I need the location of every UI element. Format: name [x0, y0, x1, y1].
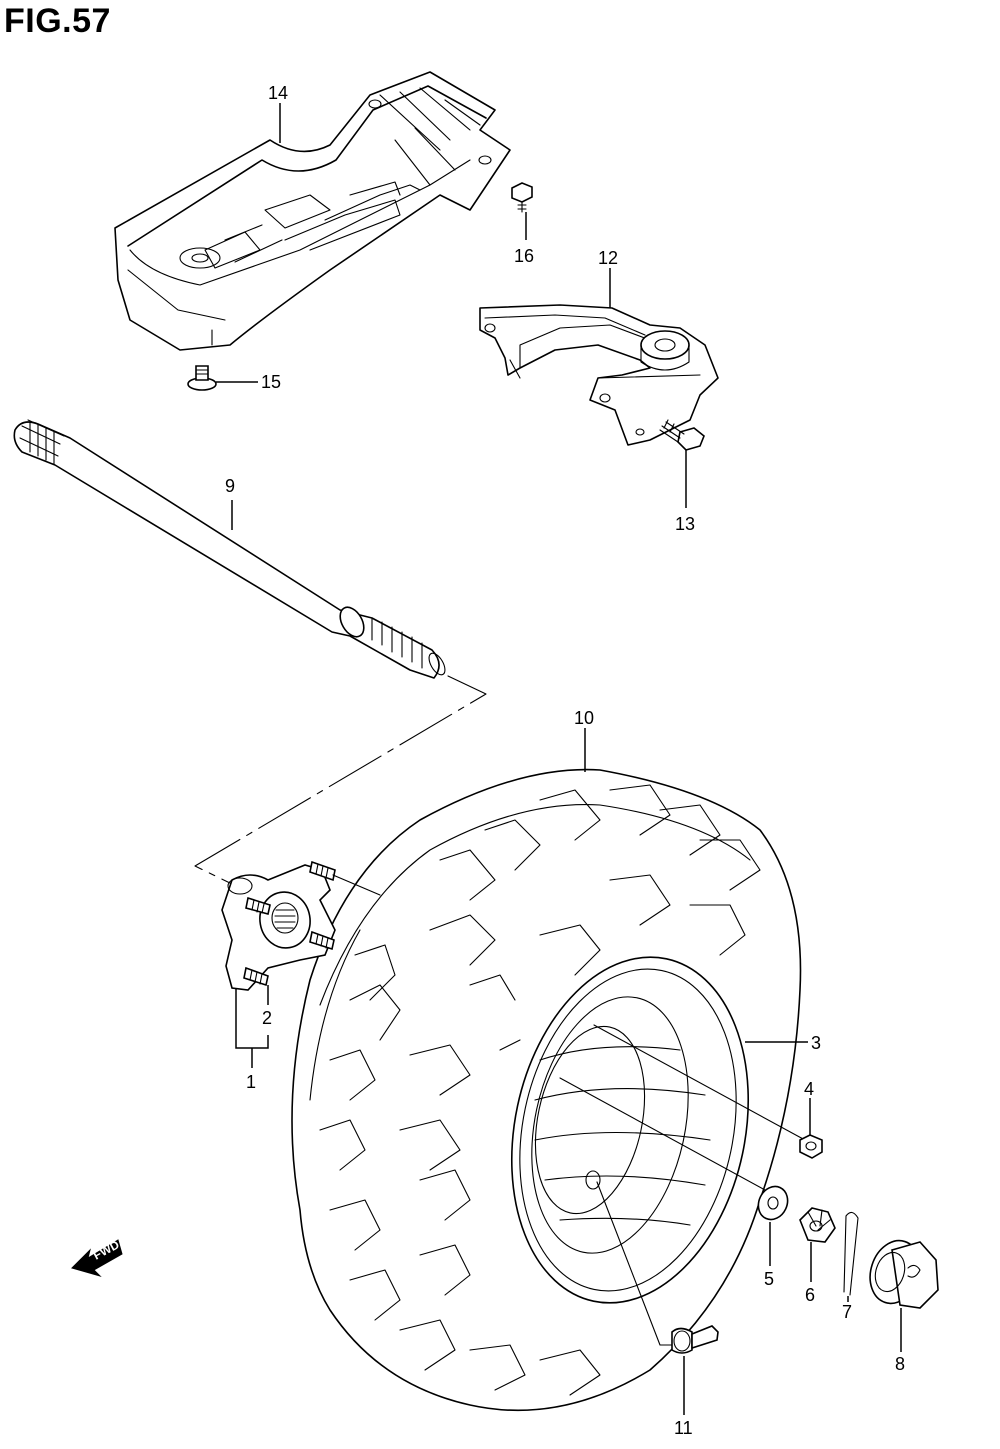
- part-2-wheel-stud: [243, 860, 336, 987]
- callout-3: 3: [811, 1033, 821, 1053]
- assembly-line-rim-washer: [559, 1077, 766, 1191]
- callout-5: 5: [764, 1269, 774, 1289]
- callout-13: 13: [675, 514, 695, 534]
- assembly-line-rim-nut: [593, 1024, 806, 1141]
- part-8-hub-cap: [869, 1239, 939, 1309]
- forward-arrow-icon: FWD: [71, 1237, 123, 1278]
- callout-10: 10: [574, 708, 594, 728]
- callout-9: 9: [225, 476, 235, 496]
- part-15-bolt: [187, 365, 217, 391]
- callout-15: 15: [261, 372, 281, 392]
- callout-16: 16: [514, 246, 534, 266]
- part-4-nut: [799, 1134, 823, 1159]
- part-13-bolt: [659, 419, 705, 451]
- callout-1: 1: [246, 1072, 256, 1092]
- part-3-wheel-rim: [510, 956, 750, 1304]
- part-5-washer: [757, 1185, 789, 1221]
- part-6-castle-nut: [799, 1207, 836, 1243]
- hub-to-tire-line: [332, 874, 381, 896]
- part-7-cotter-pin: [843, 1211, 859, 1296]
- assembly-line-shaft-hub: [194, 675, 487, 885]
- callout-8: 8: [895, 1354, 905, 1374]
- callout-12: 12: [598, 248, 618, 268]
- part-14-skid-plate: [114, 71, 511, 351]
- callout-6: 6: [805, 1285, 815, 1305]
- part-9-drive-shaft: [13, 419, 446, 679]
- leader-1: [235, 988, 269, 1068]
- callout-14: 14: [268, 83, 288, 103]
- callout-11: 11: [674, 1418, 693, 1438]
- part-1-wheel-hub: [221, 864, 336, 991]
- callout-4: 4: [804, 1079, 814, 1099]
- callout-7: 7: [842, 1302, 852, 1322]
- part-10-tire: [291, 768, 802, 1412]
- part-11-valve-stem: [671, 1325, 719, 1354]
- figure-title: FIG.57: [4, 2, 111, 40]
- part-16-bolt: [511, 182, 533, 213]
- part-12-bracket: [479, 304, 719, 446]
- assembly-line-rim-valve: [596, 1181, 681, 1346]
- callout-2: 2: [262, 1008, 272, 1028]
